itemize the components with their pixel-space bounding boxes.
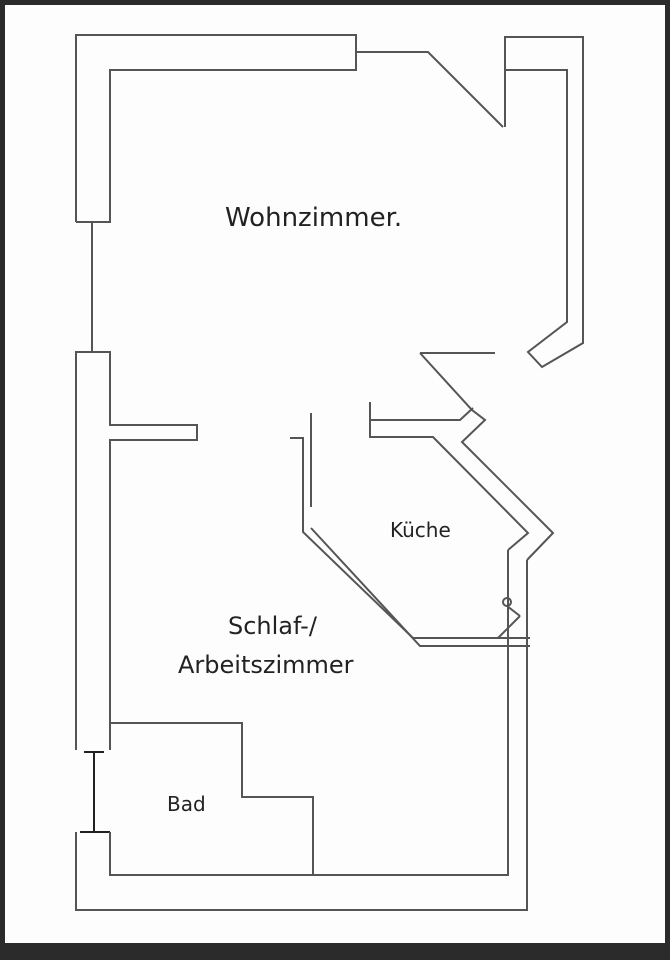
living-room-label: Wohnzimmer.	[225, 203, 403, 233]
bedroom-label-line2: Arbeitszimmer	[178, 651, 354, 679]
floor-plan-sheet	[5, 5, 665, 943]
entrance-door	[80, 751, 110, 833]
bedroom-label-line1: Schlaf-/	[228, 612, 317, 640]
bottom-walls	[75, 550, 528, 911]
living-room-walls	[75, 34, 584, 369]
left-wall	[75, 351, 198, 750]
bathroom-walls	[110, 722, 314, 875]
bathroom-label: Bad	[167, 792, 206, 816]
kitchen-walls	[290, 352, 555, 647]
kitchen-label: Küche	[390, 518, 451, 542]
